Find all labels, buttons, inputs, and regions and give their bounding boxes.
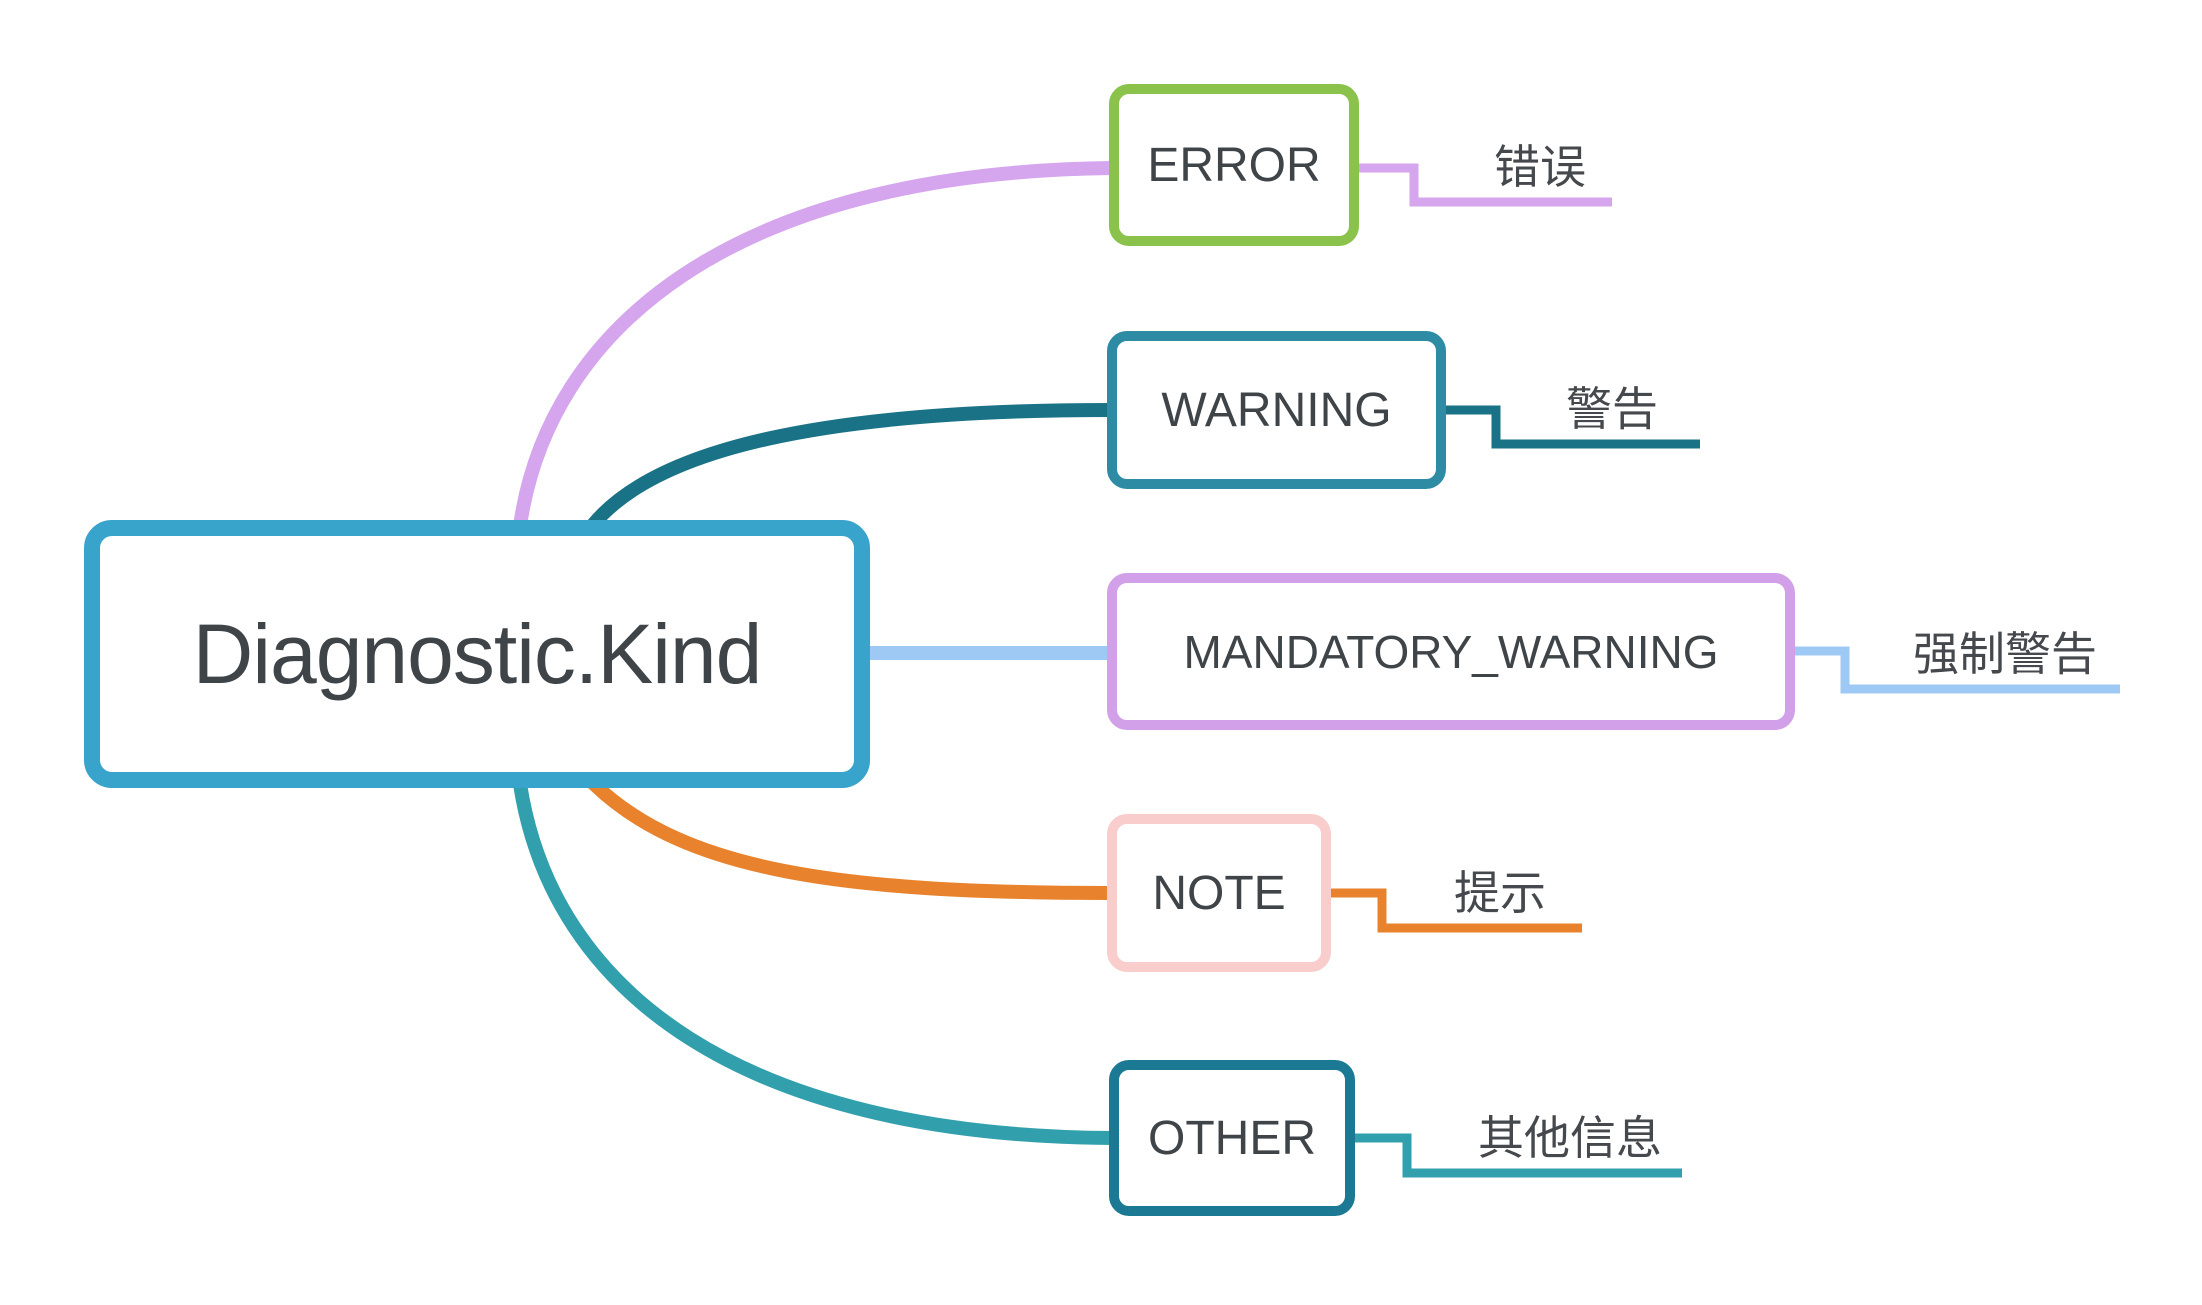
node-note-label: NOTE [1152, 866, 1286, 920]
node-warning-label: WARNING [1161, 383, 1392, 437]
sublabel-error[interactable]: 错误 [1494, 141, 1586, 193]
connector-root-to-note [587, 777, 1118, 900]
connector-other-to-sublabel [1351, 1133, 1682, 1178]
node-note[interactable]: NOTE [1107, 814, 1331, 972]
node-error[interactable]: ERROR [1109, 84, 1359, 246]
node-error-label: ERROR [1147, 138, 1321, 192]
node-mandatory-warning[interactable]: MANDATORY_WARNING [1107, 573, 1795, 730]
root-node[interactable]: Diagnostic.Kind [84, 520, 870, 788]
sublabel-mandatory-warning[interactable]: 强制警告 [1913, 628, 2097, 680]
connector-warning-to-sublabel [1442, 405, 1700, 449]
sublabel-other[interactable]: 其他信息 [1478, 1112, 1662, 1164]
connector-root-to-other [513, 777, 1120, 1145]
node-mandatory-warning-label: MANDATORY_WARNING [1183, 625, 1719, 678]
connector-mandatory-warning-to-sublabel [1791, 646, 2120, 694]
sublabel-warning[interactable]: 警告 [1566, 383, 1658, 435]
node-warning[interactable]: WARNING [1107, 331, 1446, 489]
node-other-label: OTHER [1148, 1111, 1316, 1165]
node-other[interactable]: OTHER [1109, 1060, 1355, 1216]
connector-note-to-sublabel [1327, 888, 1582, 933]
connector-error-to-sublabel [1355, 163, 1612, 207]
connector-root-to-error [513, 161, 1120, 533]
connector-root-to-warning [585, 403, 1118, 533]
root-node-label: Diagnostic.Kind [192, 606, 763, 701]
sublabel-note[interactable]: 提示 [1454, 867, 1546, 919]
